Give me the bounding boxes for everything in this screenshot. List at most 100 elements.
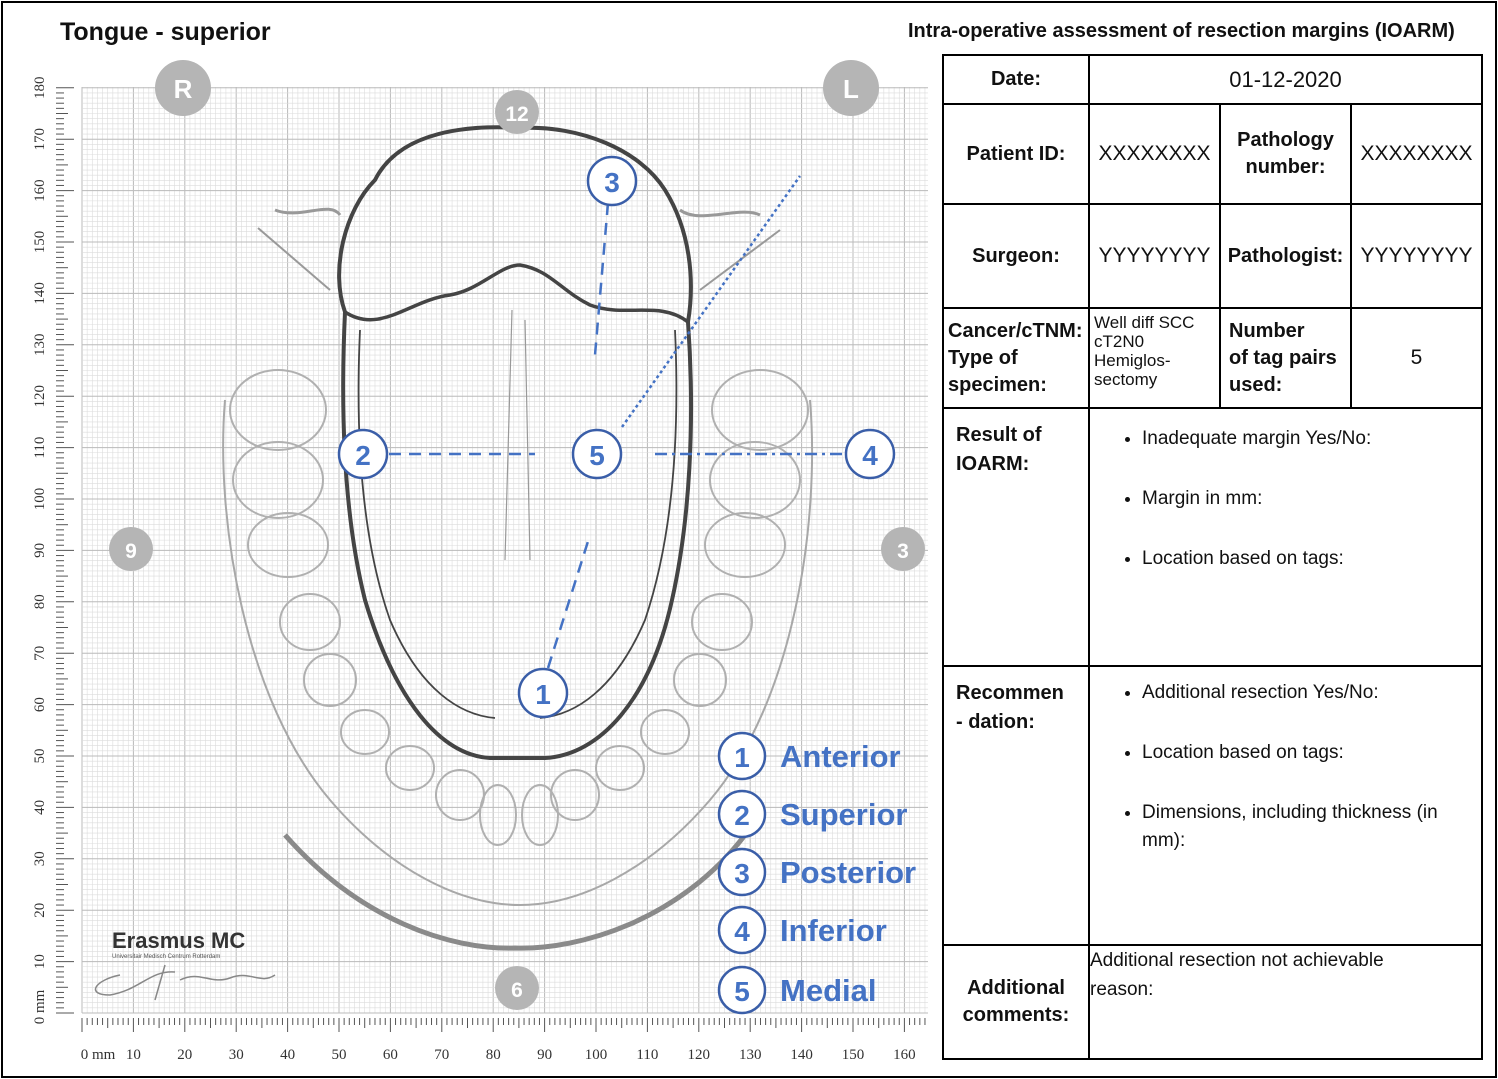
y-tick-label: 180 (32, 77, 48, 100)
three-marker (881, 527, 925, 571)
x-tick-label: 10 (126, 1047, 141, 1063)
recommendation-item: Additional resection Yes/No: (1142, 679, 1481, 707)
result-item: Inadequate margin Yes/No: (1142, 425, 1481, 453)
jaw-drawing (222, 207, 814, 951)
surgeon-value[interactable]: YYYYYYYY (1088, 203, 1221, 309)
clock-markers: R L 12 9 3 6 (109, 60, 925, 1010)
y-tick-label: 80 (32, 594, 48, 609)
tag-lines (389, 175, 845, 669)
recommendation-item: Dimensions, including thickness (in mm): (1142, 799, 1472, 855)
twelve-marker-label: 12 (505, 103, 528, 126)
tag-5 (571, 428, 623, 480)
tag-4-label: 4 (862, 440, 878, 471)
x-tick-label: 130 (739, 1047, 762, 1063)
x-tick-label: 110 (636, 1047, 658, 1063)
y-tick-label: 90 (32, 543, 48, 558)
result-item: Location based on tags: (1142, 545, 1481, 573)
result-item: Margin in mm: (1142, 485, 1481, 513)
recommendation-label: Recommen- dation: (942, 665, 1090, 946)
x-axis-unit: 0 mm (81, 1047, 116, 1063)
pathology-number-value[interactable]: XXXXXXXX (1350, 103, 1483, 205)
tag-3 (586, 155, 638, 207)
y-tick-label: 10 (32, 954, 48, 969)
l-marker (823, 60, 879, 116)
result-content[interactable]: Inadequate margin Yes/No: Margin in mm: … (1088, 407, 1483, 667)
tag-5-label: 5 (589, 440, 605, 471)
x-tick-label: 30 (229, 1047, 244, 1063)
l-marker-label: L (843, 74, 859, 104)
x-tick-label: 140 (790, 1047, 813, 1063)
legend-item: 4 Inferior (717, 905, 887, 955)
form-title: Intra-operative assessment of resection … (908, 20, 1455, 42)
y-tick-label: 20 (32, 903, 48, 918)
tags (337, 155, 896, 719)
tag-2 (337, 428, 389, 480)
y-tick-label: 110 (32, 437, 48, 459)
x-tick-label: 60 (383, 1047, 398, 1063)
six-marker-label: 6 (511, 979, 523, 1002)
legend-item: 3 Posterior (717, 847, 916, 897)
legend-item: 5 Medial (717, 965, 876, 1015)
surgeon-label: Surgeon: (942, 203, 1090, 309)
x-tick-label: 40 (280, 1047, 295, 1063)
r-marker (155, 60, 211, 116)
legend-num: 3 (734, 858, 750, 889)
date-value[interactable]: 01-12-2020 (1088, 54, 1483, 105)
x-tick-label: 70 (434, 1047, 449, 1063)
legend-num: 4 (734, 916, 750, 947)
x-tick-label: 80 (486, 1047, 501, 1063)
y-tick-label: 170 (32, 128, 48, 151)
nine-marker-label: 9 (125, 540, 137, 563)
legend-label: Medial (780, 973, 876, 1008)
x-tick-label: 90 (537, 1047, 552, 1063)
x-tick-label: 100 (585, 1047, 608, 1063)
pathologist-value[interactable]: YYYYYYYY (1350, 203, 1483, 309)
tag-pairs-value[interactable]: 5 (1350, 307, 1483, 409)
y-tick-label: 70 (32, 646, 48, 661)
legend-num: 5 (734, 976, 750, 1007)
tag-4 (844, 428, 896, 480)
patient-id-label: Patient ID: (942, 103, 1090, 205)
legend-label: Anterior (780, 739, 901, 774)
logo-signature (94, 964, 276, 1001)
y-tick-label: 60 (32, 697, 48, 712)
teeth-right (521, 369, 809, 846)
tag-1 (517, 667, 569, 719)
y-tick-label: 40 (32, 800, 48, 815)
legend-item: 1 Anterior (717, 731, 901, 781)
figure-title: Tongue - superior (60, 18, 271, 46)
y-axis-unit: 0 mm (32, 989, 48, 1024)
erasmus-logo: Erasmus MC Universitair Medisch Centrum … (94, 928, 276, 1001)
legend-item: 2 Superior (717, 789, 907, 839)
y-tick-label: 30 (32, 851, 48, 866)
y-tick-label: 140 (32, 282, 48, 305)
teeth-left (229, 369, 517, 846)
x-tick-label: 50 (332, 1047, 347, 1063)
three-marker-label: 3 (897, 540, 909, 563)
six-marker (495, 966, 539, 1010)
tag-1-label: 1 (535, 679, 551, 710)
legend-label: Inferior (780, 913, 887, 948)
legend-label: Superior (780, 797, 907, 832)
legend-num: 2 (734, 800, 750, 831)
ioarm-form: Date: 01-12-2020 Patient ID: XXXXXXXX Pa… (942, 54, 1483, 1060)
tag-3-label: 3 (604, 167, 620, 198)
pathologist-label: Pathologist: (1219, 203, 1352, 309)
y-tick-label: 130 (32, 334, 48, 357)
legend-num: 1 (734, 742, 750, 773)
x-tick-label: 20 (177, 1047, 192, 1063)
recommendation-content[interactable]: Additional resection Yes/No: Location ba… (1088, 665, 1483, 946)
tag-2-label: 2 (355, 440, 371, 471)
nine-marker (109, 527, 153, 571)
patient-id-value[interactable]: XXXXXXXX (1088, 103, 1221, 205)
logo-subtext: Universitair Medisch Centrum Rotterdam (112, 954, 220, 960)
y-tick-label: 50 (32, 749, 48, 764)
additional-comments-content[interactable]: Additional resection not achievable reas… (1088, 944, 1483, 1060)
